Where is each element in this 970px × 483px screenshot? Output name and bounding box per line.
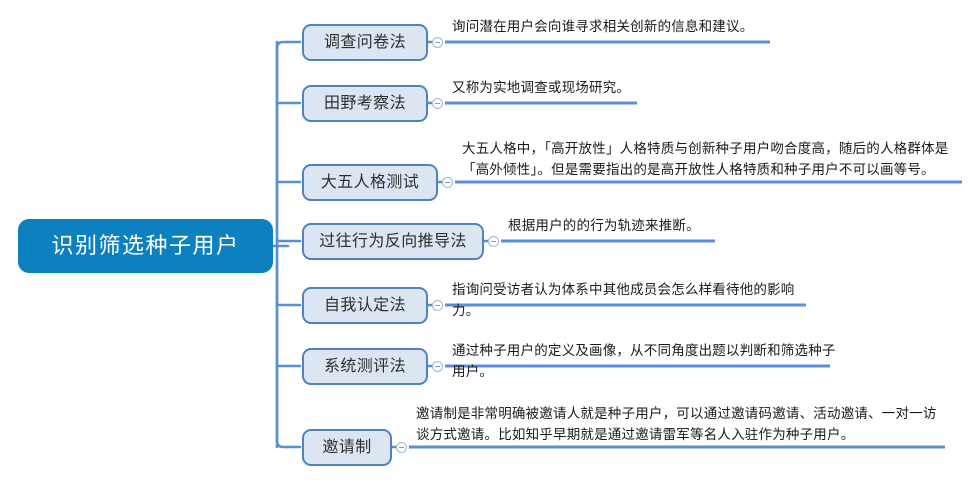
collapse-toggle-4[interactable] bbox=[488, 236, 499, 247]
branch-node-dawurengecehsi[interactable]: 大五人格测试 bbox=[302, 164, 438, 201]
branch-node-ziworendingfa[interactable]: 自我认定法 bbox=[302, 287, 428, 324]
collapse-toggle-2[interactable] bbox=[432, 98, 443, 109]
branch-node-tianyekaochafa[interactable]: 田野考察法 bbox=[302, 85, 428, 122]
note-6: 通过种子用户的定义及画像，从不同角度出题以判断和筛选种子用户。 bbox=[452, 340, 842, 382]
collapse-toggle-7[interactable] bbox=[396, 442, 407, 453]
collapse-toggle-5[interactable] bbox=[432, 300, 443, 311]
branch-node-label: 过往行为反向推导法 bbox=[319, 232, 467, 250]
note-text: 邀请制是非常明确被邀请人就是种子用户，可以通过邀请码邀请、活动邀请、一对一访 谈… bbox=[416, 406, 937, 442]
branch-node-label: 大五人格测试 bbox=[320, 173, 420, 191]
note-text: 指询问受访者认为体系中其他成员会怎么样看待他的影响力。 bbox=[452, 282, 795, 318]
note-text: 大五人格中，「高开放性」人格特质与创新种子用户吻合度高，随后的人格群体是 「高外… bbox=[462, 141, 949, 177]
branch-node-label: 自我认定法 bbox=[323, 296, 406, 314]
connector-spine-top bbox=[275, 40, 290, 242]
branch-node-label: 田野考察法 bbox=[323, 94, 406, 112]
connector-spine-bottom bbox=[275, 250, 290, 449]
root-node[interactable]: 识别筛选种子用户 bbox=[18, 219, 273, 273]
note-5: 指询问受访者认为体系中其他成员会怎么样看待他的影响力。 bbox=[452, 279, 812, 321]
branch-node-yaoqingzhi[interactable]: 邀请制 bbox=[302, 429, 392, 466]
branch-node-diaochawenjuanfa[interactable]: 调查问卷法 bbox=[302, 24, 428, 61]
note-1: 询问潜在用户会向谁寻求相关创新的信息和建议。 bbox=[452, 16, 772, 37]
branch-node-guowangxingweifanxiangtuidaofa[interactable]: 过往行为反向推导法 bbox=[302, 223, 484, 260]
note-text: 询问潜在用户会向谁寻求相关创新的信息和建议。 bbox=[452, 19, 754, 34]
note-7: 邀请制是非常明确被邀请人就是种子用户，可以通过邀请码邀请、活动邀请、一对一访 谈… bbox=[416, 403, 948, 445]
collapse-toggle-6[interactable] bbox=[432, 361, 443, 372]
branch-node-xitongcepingfa[interactable]: 系统测评法 bbox=[302, 348, 428, 385]
note-text: 通过种子用户的定义及画像，从不同角度出题以判断和筛选种子用户。 bbox=[452, 343, 836, 379]
branch-node-label: 调查问卷法 bbox=[323, 33, 406, 51]
note-3: 大五人格中，「高开放性」人格特质与创新种子用户吻合度高，随后的人格群体是 「高外… bbox=[462, 138, 966, 180]
collapse-toggle-3[interactable] bbox=[442, 177, 453, 188]
branch-node-label: 系统测评法 bbox=[323, 357, 406, 375]
collapse-toggle-1[interactable] bbox=[432, 37, 443, 48]
note-text: 根据用户的的行为轨迹来推断。 bbox=[508, 218, 700, 233]
note-text: 又称为实地调查或现场研究。 bbox=[452, 80, 631, 95]
root-node-label: 识别筛选种子用户 bbox=[51, 233, 240, 258]
note-4: 根据用户的的行为轨迹来推断。 bbox=[508, 215, 718, 236]
note-2: 又称为实地调查或现场研究。 bbox=[452, 77, 772, 98]
branch-node-label: 邀请制 bbox=[322, 438, 372, 456]
